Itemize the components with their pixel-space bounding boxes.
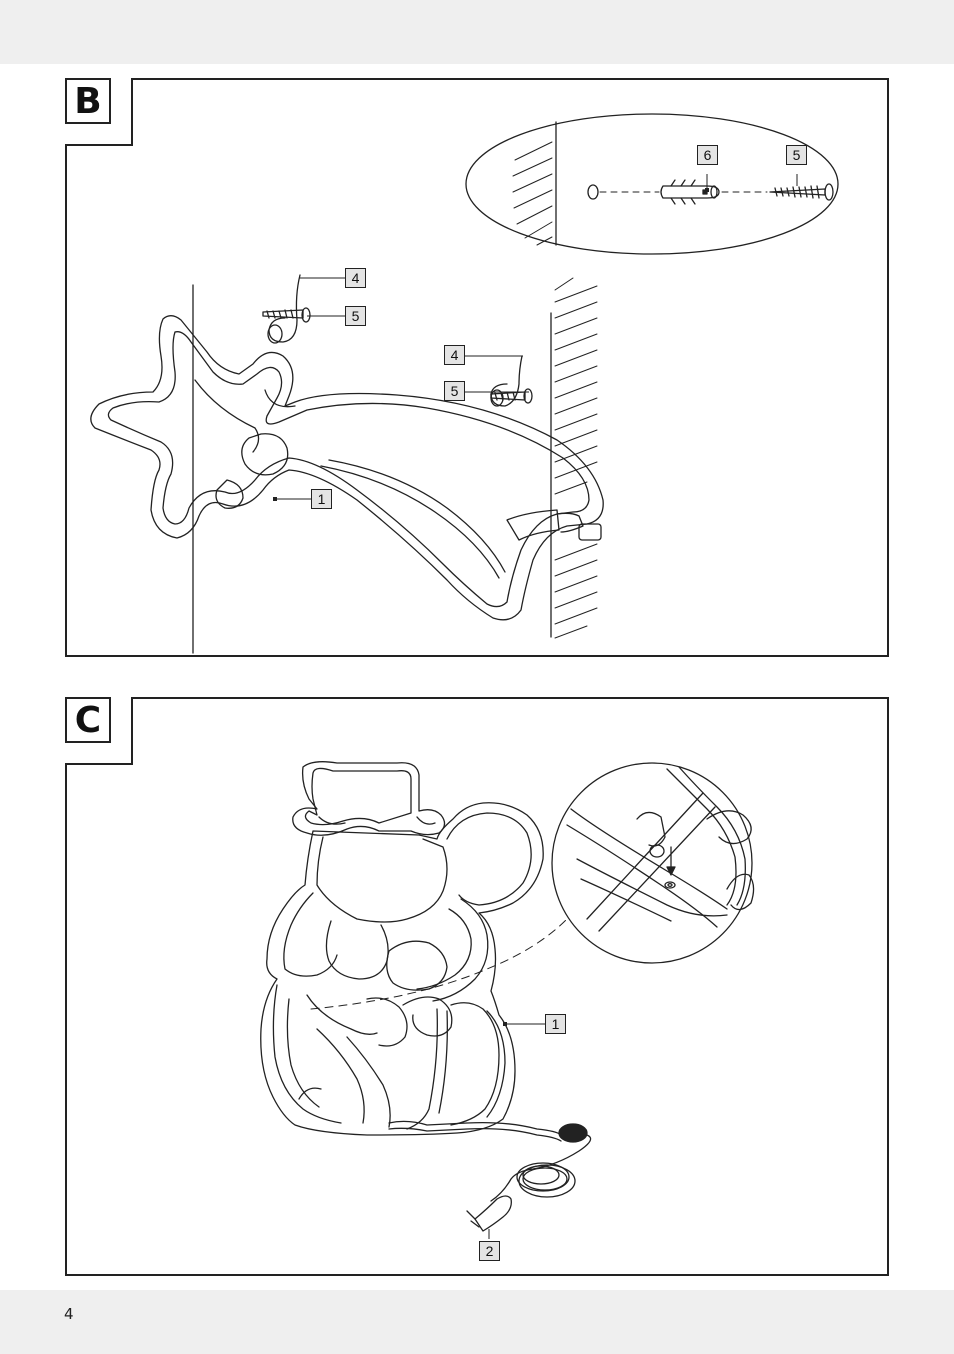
callout-4: 4: [444, 345, 465, 365]
snowman-tube-outline: [261, 803, 543, 1135]
header-band: [0, 0, 954, 64]
callout-4: 4: [345, 268, 366, 288]
callout-5: 5: [444, 381, 465, 401]
callout-2: 2: [479, 1241, 500, 1261]
callout-6: 6: [697, 145, 718, 165]
power-plug-icon: [475, 1196, 511, 1231]
callout-5: 5: [345, 306, 366, 326]
figure-panel-c: C 1 2: [65, 697, 889, 1276]
screw-icon: [770, 189, 825, 195]
page-number: 4: [64, 1305, 74, 1323]
wall-plug-icon: [661, 186, 719, 198]
footer-band: [0, 1290, 954, 1354]
detail-ellipse: [466, 114, 838, 254]
figure-panel-b: B 6 5 4 5 4 5 1: [65, 78, 889, 657]
snowman-illustration: [67, 699, 887, 1274]
callout-1: 1: [311, 489, 332, 509]
callout-5: 5: [786, 145, 807, 165]
panel-label-b: B: [65, 78, 111, 124]
callout-1: 1: [545, 1014, 566, 1034]
panel-label-c: C: [65, 697, 111, 743]
detail-magnifier: [552, 763, 752, 963]
controller-icon: [559, 1124, 587, 1142]
mounting-clip-icon: [269, 275, 300, 342]
star-wall-mount-illustration: [67, 80, 887, 655]
star-tube-outline: [91, 316, 603, 620]
panel-tab: C: [65, 697, 133, 765]
mount-point-icon: [650, 845, 664, 857]
panel-tab: B: [65, 78, 133, 146]
